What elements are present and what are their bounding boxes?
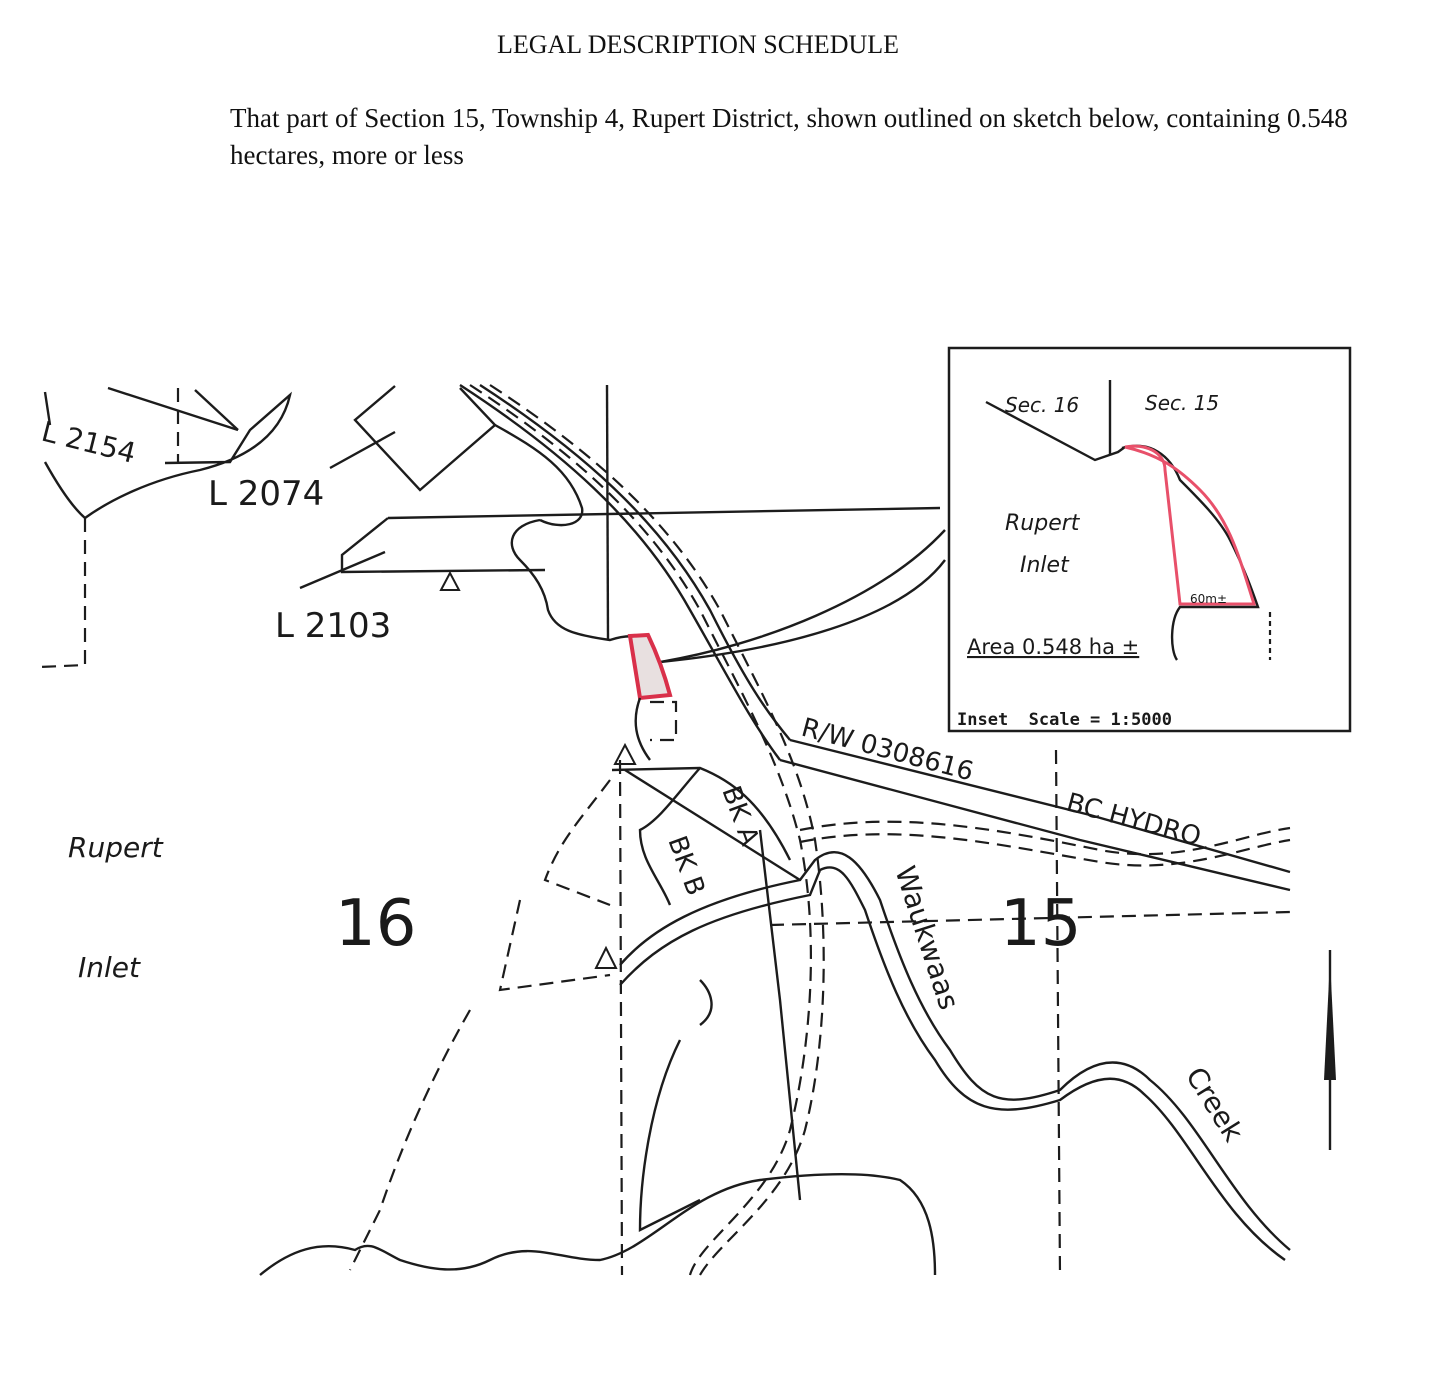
- document-title: LEGAL DESCRIPTION SCHEDULE: [496, 30, 900, 59]
- block-lines: [259, 766, 1291, 1276]
- parcel-outline: [627, 632, 673, 701]
- creek-label: Waukwaas: [888, 862, 965, 1014]
- inlet-label: Rupert: [68, 831, 164, 864]
- inset-inlet-label: Rupert: [1005, 511, 1081, 536]
- lot-2154-lines: [39, 386, 292, 669]
- north-arrow-icon: [1324, 950, 1336, 1150]
- inset-leader-2: [659, 559, 946, 664]
- highway: [459, 383, 1291, 1276]
- lot-2074-lines: [329, 385, 584, 527]
- inset-map: [947, 346, 1352, 733]
- creek-label: Creek: [1179, 1061, 1250, 1148]
- inset-sec-15: Sec. 15: [1145, 391, 1219, 415]
- dashed-boundaries: [349, 742, 1291, 1276]
- inset-dimension: 60m±: [1190, 592, 1227, 606]
- inset-sec-16: Sec. 16: [1005, 393, 1079, 417]
- section-line: [605, 384, 610, 641]
- section-15-label: 15: [1000, 887, 1081, 961]
- lot-label: L 2103: [275, 606, 391, 646]
- block-a-label: BK A: [715, 782, 764, 850]
- bc-hydro-label: BC HYDRO: [1063, 788, 1204, 853]
- inset-scale: Inset Scale = 1:5000: [957, 710, 1172, 730]
- lot-2103-lines: [299, 506, 941, 642]
- block-b-label: BK B: [661, 832, 710, 900]
- inset-area: Area 0.548 ha ±: [967, 635, 1139, 659]
- inlet-label: Inlet: [78, 951, 141, 984]
- lot-label: L 2154: [38, 415, 139, 470]
- inset-leader: [659, 529, 946, 664]
- section-16-label: 16: [335, 887, 416, 961]
- inset-inlet-label: Inlet: [1020, 553, 1070, 578]
- lot-label: L 2074: [208, 474, 324, 514]
- legal-description: That part of Section 15, Township 4, Rup…: [230, 103, 1348, 170]
- parcel-box: [650, 700, 678, 742]
- shore-south: [634, 697, 651, 761]
